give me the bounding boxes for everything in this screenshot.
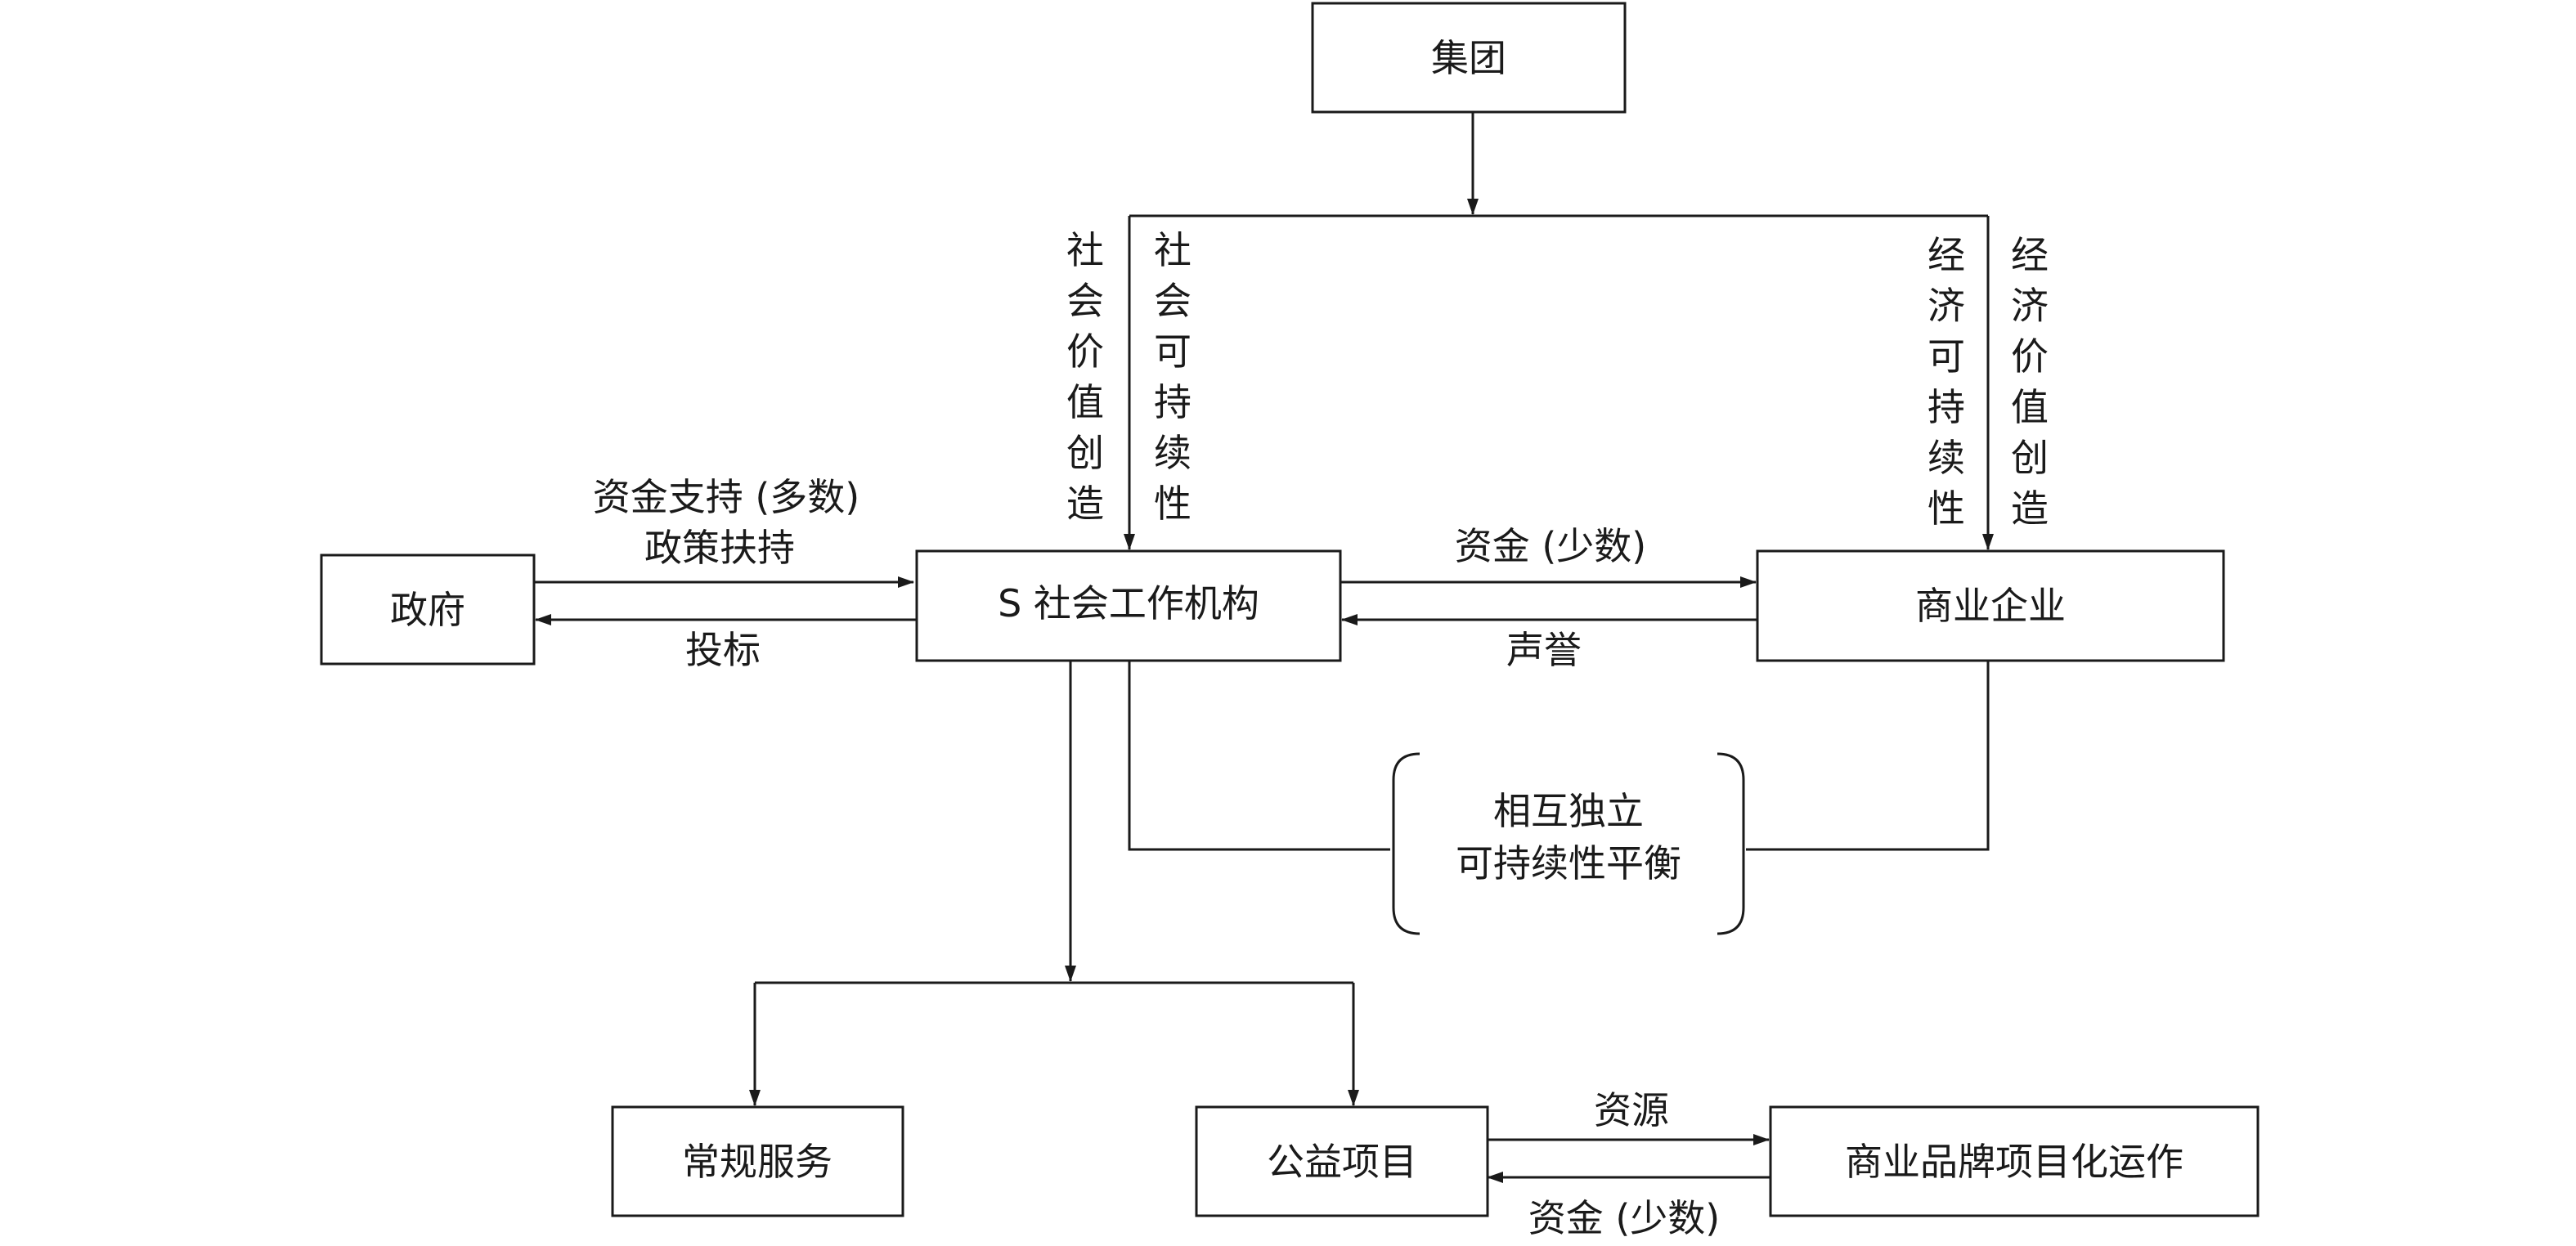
vertical-label-char: 经 [1928, 233, 1965, 277]
vertical-label-char: 会 [1066, 279, 1104, 323]
connector-org-to-balance [1128, 661, 1390, 851]
edge-label-gov-to-org-line2: 政策扶持 [644, 526, 795, 570]
node-public-welfare: 公益项目 [1195, 1105, 1489, 1217]
edge-label-org-to-biz: 资金 (少数) [1455, 524, 1647, 568]
node-public-welfare-label: 公益项目 [1267, 1140, 1417, 1184]
edge-label-org-to-gov: 投标 [685, 628, 761, 672]
node-social-org: S 社会工作机构 [915, 549, 1342, 662]
vertical-label-char: 会 [1154, 279, 1192, 323]
node-brand-project: 商业品牌项目化运作 [1769, 1105, 2260, 1217]
edge-label-brand-to-welfare: 资金 (少数) [1528, 1196, 1721, 1240]
vertical-label-char: 济 [1928, 284, 1965, 328]
vertical-label-char: 经 [2011, 233, 2049, 277]
node-group: 集团 [1311, 2, 1627, 114]
edge-label-gov-to-org-line1: 资金支持 (多数) [593, 475, 860, 519]
node-balance-line1: 相互独立 [1493, 789, 1644, 833]
node-balance-line2: 可持续性平衡 [1456, 841, 1681, 885]
node-brand-project-label: 商业品牌项目化运作 [1845, 1140, 2183, 1184]
node-government: 政府 [320, 554, 536, 666]
vertical-label-char: 可 [1928, 334, 1965, 379]
vertical-label-char: 造 [1066, 482, 1104, 526]
edge-label-economic-value-creation: 经济价值创造 [2011, 233, 2049, 531]
node-government-label: 政府 [390, 588, 465, 632]
edge-label-welfare-to-brand: 资源 [1594, 1088, 1669, 1132]
vertical-label-char: 社 [1066, 228, 1104, 272]
node-business-label: 商业企业 [1915, 584, 2066, 628]
vertical-label-char: 创 [1066, 431, 1104, 475]
balance-bracket-right [1717, 752, 1745, 935]
vertical-label-char: 社 [1154, 228, 1192, 272]
node-social-org-label: S 社会工作机构 [998, 581, 1259, 625]
vertical-label-char: 续 [1928, 436, 1965, 480]
edge-label-social-sustainability: 社会可持续性 [1154, 228, 1192, 526]
node-business: 商业企业 [1756, 549, 2225, 662]
vertical-label-char: 值 [1066, 380, 1104, 424]
node-group-label: 集团 [1431, 36, 1506, 80]
node-balance: 相互独立 可持续性平衡 [1456, 789, 1681, 885]
edge-label-social-value-creation: 社会价值创造 [1066, 228, 1104, 526]
edge-label-biz-to-org: 声誉 [1506, 628, 1582, 672]
vertical-label-char: 续 [1154, 431, 1192, 475]
vertical-label-char: 价 [1066, 329, 1104, 374]
vertical-label-char: 持 [1154, 380, 1192, 424]
balance-bracket-left [1392, 752, 1420, 935]
connector-biz-to-balance [1746, 661, 1990, 851]
vertical-label-char: 造 [2011, 486, 2049, 531]
node-routine-service: 常规服务 [611, 1105, 904, 1217]
vertical-label-char: 持 [1928, 385, 1965, 429]
vertical-label-char: 值 [2011, 385, 2049, 429]
vertical-label-char: 性 [1154, 482, 1192, 526]
vertical-label-char: 创 [2011, 436, 2049, 480]
edge-label-economic-sustainability: 经济可持续性 [1928, 233, 1965, 531]
vertical-label-char: 济 [2011, 284, 2049, 328]
vertical-label-char: 性 [1928, 486, 1965, 531]
node-routine-service-label: 常规服务 [682, 1140, 832, 1184]
vertical-label-char: 价 [2011, 334, 2049, 379]
vertical-label-char: 可 [1154, 329, 1192, 374]
